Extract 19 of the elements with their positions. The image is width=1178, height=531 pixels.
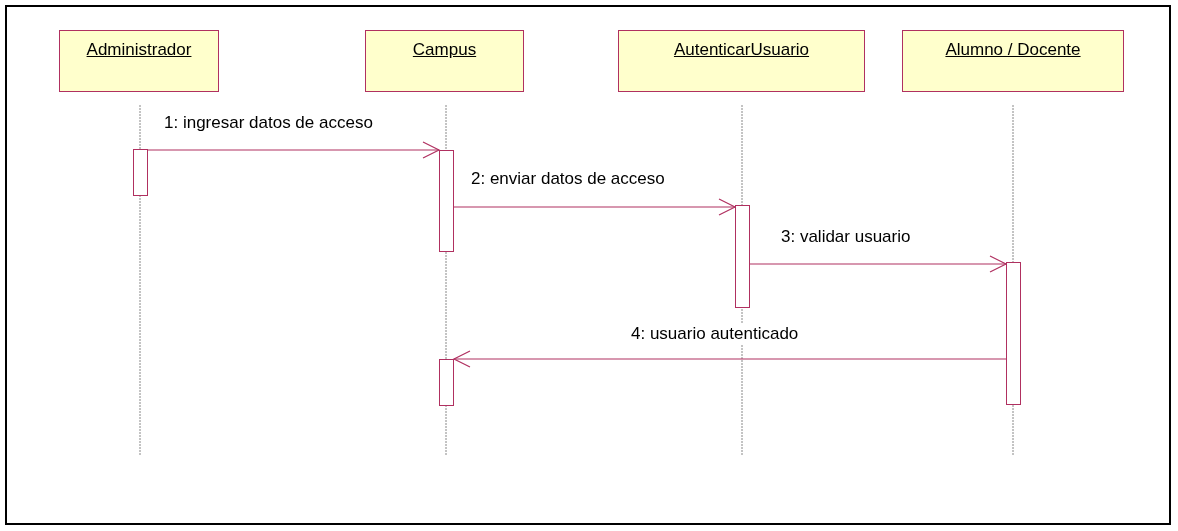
activation-bar (735, 205, 750, 308)
participant-box (902, 30, 1124, 92)
message-label: 1: ingresar datos de acceso (163, 113, 374, 133)
activation-bar (1006, 262, 1021, 405)
activation-bar (133, 149, 148, 196)
participant-name: AutenticarUsuario (673, 40, 810, 59)
activation-bar (439, 150, 454, 252)
participant-name: Administrador (86, 40, 192, 59)
message-arrow (147, 141, 440, 159)
participant-box (59, 30, 219, 92)
participant-name: Alumno / Docente (945, 40, 1081, 59)
message-arrow (453, 350, 1007, 368)
message-label: 4: usuario autenticado (630, 324, 800, 344)
message-arrow (453, 198, 736, 216)
participant-box (618, 30, 865, 92)
participant-box (365, 30, 524, 92)
activation-bar (439, 359, 454, 406)
participant-name: Campus (412, 40, 477, 59)
message-arrow (749, 255, 1007, 273)
